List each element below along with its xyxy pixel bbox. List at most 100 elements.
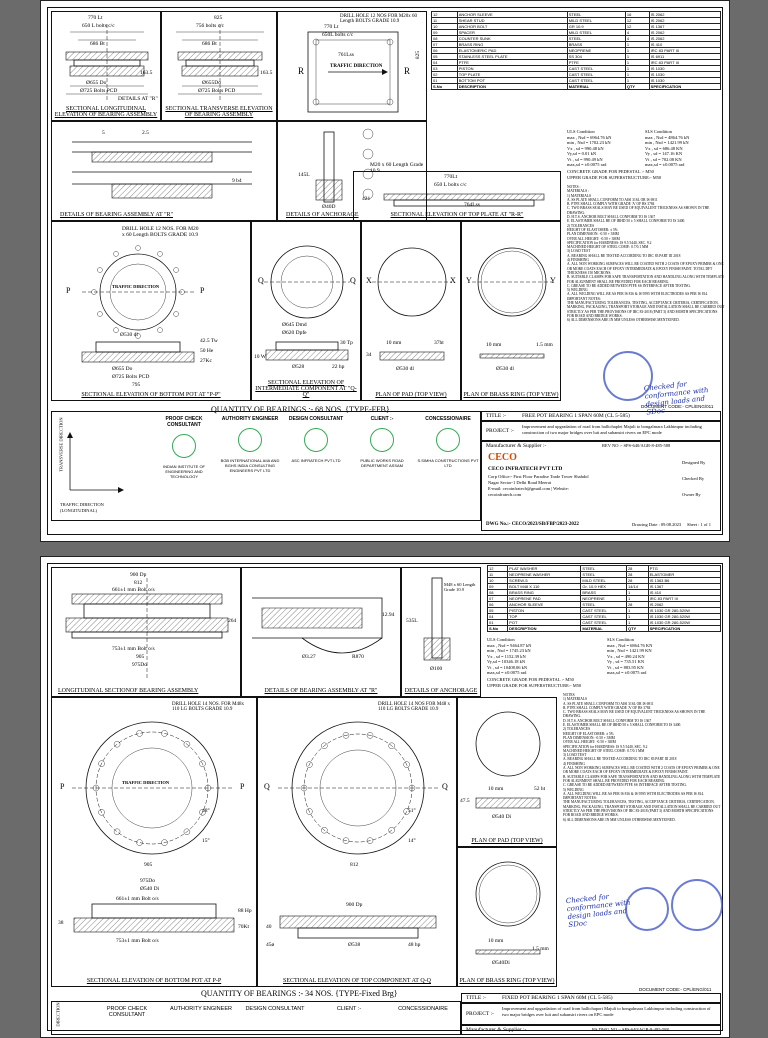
bolt-hole — [183, 741, 191, 748]
title-row-1: TITLE :- FREE POT BEARING 1 SPAN 60M (CL… — [481, 411, 721, 421]
project-label-1: PROJECT :- — [486, 428, 514, 434]
section-q-left: Q — [258, 276, 264, 285]
dim-1-5mm-2: 1.5 mm — [532, 946, 549, 952]
load-row: min , Nsd = 1421.99 kN — [645, 140, 689, 145]
party-name: ASC INFRATECH PVT LTD — [291, 458, 341, 463]
party-name: S.SIMHA CONSTRUCTIONS PVT LTD — [417, 458, 479, 468]
uls-title-1: ULS Condition — [567, 129, 595, 134]
view-ring-2: 10 mm 1.5 mm Ø540Di PLAN OF BRASS RING (… — [457, 847, 557, 987]
dim-37ht: 37ht — [434, 340, 444, 346]
load-row: min , Nsd = 1745.23 kN — [487, 648, 531, 653]
view-long-elevation: 770 Lt 650 L bolts c/c 686 Bt 163.5 Ø655… — [51, 11, 161, 121]
project-row-2: PROJECT :- Improvement and upgradation o… — [461, 1003, 721, 1025]
dim-753-2: 753±1 mm Bolt o/s — [116, 938, 159, 944]
note-line: C. TWO BRASS SEALS MAY BE USED OF EQUIVA… — [563, 710, 706, 719]
party2-role-1: AUTHORITY ENGINEER — [170, 1006, 232, 1012]
bolt-hole — [321, 827, 328, 834]
bolt-hole — [403, 808, 410, 815]
long-elevation-drawing — [65, 24, 149, 102]
dim-10w: 10 W — [254, 354, 266, 360]
details-at-r: DETAILS AT "R" — [118, 96, 158, 102]
angle-15: 15° — [202, 838, 210, 844]
dim-650t: 650L bolts c/c — [322, 32, 354, 38]
view-bottom-pot-2: DRILL HOLE 14 NOS. FOR M48x 110 LG BOLTS… — [51, 697, 257, 987]
dim-655: Ø655 Do — [86, 80, 107, 86]
section-r-right: R — [404, 66, 411, 76]
view-top-comp-2: DRILL HOLE 14 NOS FOR M48 x 110 LG BOLTS… — [257, 697, 457, 987]
intermediate-drawing — [264, 245, 350, 361]
caption-bottom-pot-1: SECTIONAL ELEVATION OF BOTTOM POT AT "P-… — [81, 392, 221, 398]
bolt-hole — [183, 828, 191, 835]
dim-30tp: 30 Tp — [340, 340, 353, 346]
bolt-hole — [388, 827, 395, 834]
load-row: max , Nsd = 6964.76 kN — [567, 134, 612, 140]
dim-725bp: Ø725 Bolts PCD — [112, 374, 150, 380]
dim-22hp: 22 hp — [332, 364, 345, 370]
dim-530-pad: Ø530 dl — [396, 366, 414, 372]
bottom-pot-drawing-1 — [81, 245, 195, 363]
dim-1-5mm: 1.5 mm — [536, 342, 553, 348]
note-line: 3) LOAD TEST — [563, 753, 587, 758]
angle-14: 14° — [408, 838, 416, 844]
dim-9b4: 9 b4 — [232, 178, 242, 184]
drawing-sheet-2: 900 Dp 812 661±1 mm Bolt o/s 264 753±1 m… — [40, 556, 730, 1038]
section-x-left: X — [366, 276, 372, 285]
dim-52ht: 52 ht — [534, 786, 546, 792]
note-line: 5) WELDING — [563, 787, 584, 792]
dim-38: 38 — [58, 920, 64, 926]
note-line: THE MANUFACTURING TOLERANCES, TESTING, A… — [567, 301, 725, 318]
detail-r-2-drawing — [252, 597, 383, 654]
doc-code-2: DOCUMENT CODE:- CPL/ENG/011 — [639, 987, 712, 992]
party-name: BGB INTERNATIONAL AIIA AND BGHS INDIA CO… — [220, 458, 280, 473]
caption-long-elevation: SECTIONAL LONGITUDINAL ELEVATION OF BEAR… — [54, 106, 158, 118]
view-bottom-pot-1: DRILL HOLE 12 NOS. FOR M20 x 60 Length B… — [51, 221, 251, 401]
load-row: Vx , sd = 686.48 KN — [645, 145, 683, 151]
caption-top-comp-2: SECTIONAL ELEVATION OF TOP COMPONENT AT … — [282, 978, 431, 984]
dim-145l: 145L — [298, 172, 310, 178]
load-row: Vy , sd = 147.16 KN — [645, 151, 683, 156]
load-row: min , Nsd = 1421.99 KN — [607, 648, 652, 653]
title-label-1: TITLE :- — [486, 413, 507, 419]
load-row: Vt , sd = 702.08 KN — [645, 156, 682, 162]
note-line: C. GREASE TO BE ADDED BETWEEN PTFE SS IN… — [563, 783, 687, 788]
note-line: C. GREASE TO BE ADDED BETWEEN PTFE SS IN… — [567, 283, 691, 288]
company-name-1: CECO INFRATECH PVT LTD — [488, 466, 563, 472]
view-intermediate: Q Q Ø645 Dmd Ø620 Dpfe 30 Tp 10 W Ø528 2… — [251, 221, 361, 401]
section-y-left: Y — [466, 276, 472, 285]
dim-661-2: 661±1 mm Bolt o/s — [116, 896, 159, 902]
note-line: THE MANUFACTURING TOLERANCES, TESTING, A… — [563, 800, 721, 818]
drill-note-3: DRILL HOLE 14 NOS FOR M48 x 110 LG BOLTS… — [378, 702, 451, 712]
party2-role-4: CONCESSIONAIRE — [398, 1006, 448, 1012]
note-line: 2) TOLERANCES — [567, 223, 595, 228]
dim-42-5: 42.5 Tw — [200, 338, 218, 344]
direction-label-2: DIRECTION — [55, 1002, 61, 1027]
dim-40d: Ø40D — [322, 204, 336, 210]
ring-drawing-1 — [472, 247, 552, 359]
super-val-2: M50 — [572, 682, 582, 688]
party-role: CONCESSIONAIRE — [425, 416, 471, 422]
view-long-2: 900 Dp 812 661±1 mm Bolt o/s 264 753±1 m… — [51, 567, 241, 697]
project-row-1: PROJECT :- Improvement and upgradation o… — [481, 421, 721, 441]
pad-drawing-1 — [372, 247, 452, 361]
bolt-hole — [161, 730, 168, 737]
bolt-hole — [199, 809, 206, 816]
caption-long-2: LONGITUDINAL SECTIONOF BEARING ASSEMBLY — [58, 688, 199, 694]
bolt-hole — [98, 809, 105, 816]
note-line: B. PTFE SHALL COMPLY WITH GRADE 'A' OF B… — [567, 202, 655, 207]
note-line: 6) ALL DIMENSIONS ARE IN MM UNLESS OTHER… — [563, 817, 676, 822]
dim-975do: 975Do — [132, 662, 147, 668]
load-row: max,sd = ±0.0075 rad — [487, 670, 527, 675]
note-line: A. BEARING SHALL BE TESTED ACCORDING TO … — [563, 757, 677, 762]
material-header-cell: QTY — [624, 83, 650, 90]
note-line: B. SUITABLE CLAMPS FOR SAFE TRANSPORTATI… — [567, 275, 725, 284]
party-name: PUBLIC WORKS ROAD DEPARTMENT ASSAM — [360, 458, 404, 468]
bolt-hole — [161, 839, 168, 846]
material-header-cell: QTY — [625, 625, 649, 632]
dim-163b: 163.5 — [260, 70, 273, 76]
